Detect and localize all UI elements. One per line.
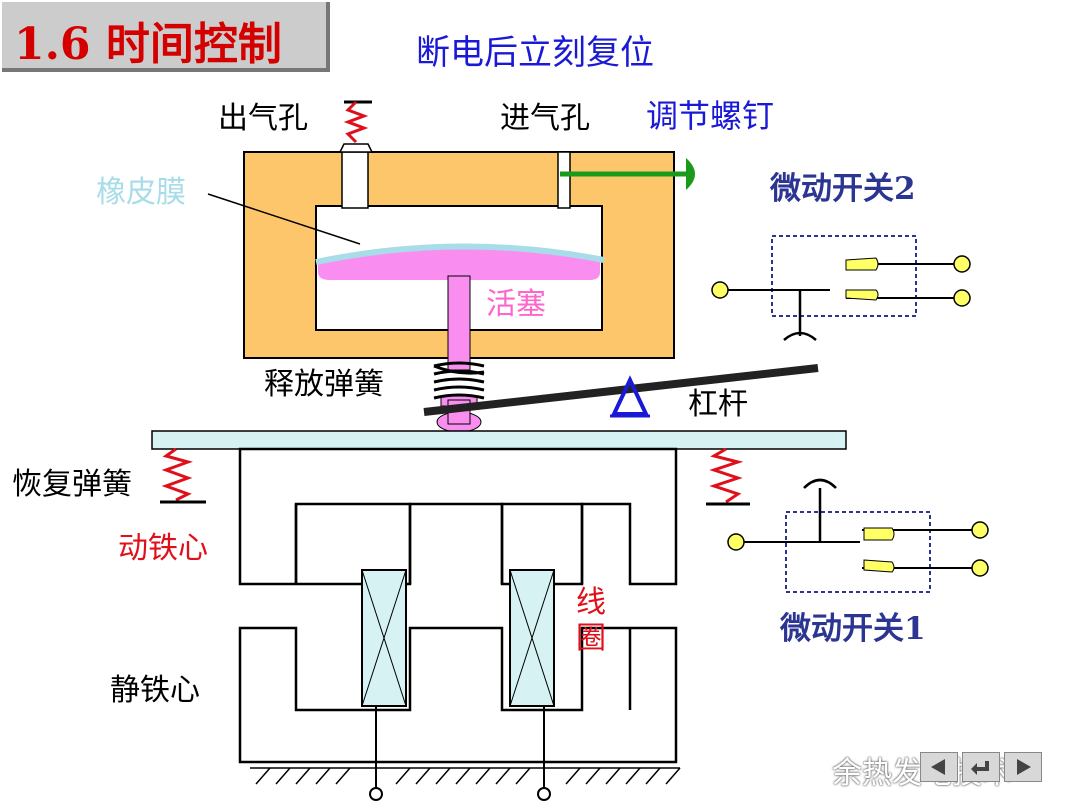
title-box: 1.6 时间控制 xyxy=(2,2,330,72)
release-spring xyxy=(433,361,485,400)
page-title: 1.6 时间控制 xyxy=(14,19,282,70)
label-micro-switch-2: 微动开关2 xyxy=(770,171,916,207)
lever xyxy=(423,364,819,418)
label-release-spring: 释放弹簧 xyxy=(264,367,384,402)
label-air-outlet: 出气孔 xyxy=(218,101,308,136)
label-rubber-membrane: 橡皮膜 xyxy=(96,175,186,210)
label-moving-core: 动铁心 xyxy=(118,531,208,566)
armature-plate xyxy=(151,430,847,450)
label-micro-switch-1: 微动开关1 xyxy=(780,611,926,647)
label-reset-spring: 恢复弹簧 xyxy=(12,467,132,502)
moving-core xyxy=(238,447,678,586)
adjust-screw xyxy=(560,158,695,190)
label-piston: 活塞 xyxy=(486,287,546,322)
return-icon xyxy=(971,761,989,775)
ground-hatch xyxy=(250,767,681,785)
label-coil-2: 圈 xyxy=(576,621,606,656)
label-static-core: 静铁心 xyxy=(110,673,200,708)
triangle-right-icon xyxy=(1017,759,1031,775)
micro-switch-2 xyxy=(711,235,971,341)
subtitle: 断电后立刻复位 xyxy=(416,33,654,73)
reset-spring-left xyxy=(160,447,206,504)
static-core xyxy=(238,626,678,764)
label-lever: 杠杆 xyxy=(688,387,748,422)
coil-right xyxy=(509,569,555,801)
nav-back-button[interactable] xyxy=(962,752,1000,782)
nav-next-button[interactable] xyxy=(1004,752,1042,782)
reset-spring-right xyxy=(706,447,750,506)
outlet-spring xyxy=(343,100,372,144)
piston xyxy=(315,243,605,433)
label-coil-1: 线 xyxy=(576,585,606,620)
coil-left xyxy=(361,569,407,801)
membrane-pointer xyxy=(207,193,361,245)
label-adjust-screw: 调节螺钉 xyxy=(646,97,775,135)
label-air-inlet: 进气孔 xyxy=(500,101,590,136)
triangle-left-icon xyxy=(931,759,945,775)
nav-prev-button[interactable] xyxy=(920,752,958,782)
micro-switch-1 xyxy=(727,478,989,593)
